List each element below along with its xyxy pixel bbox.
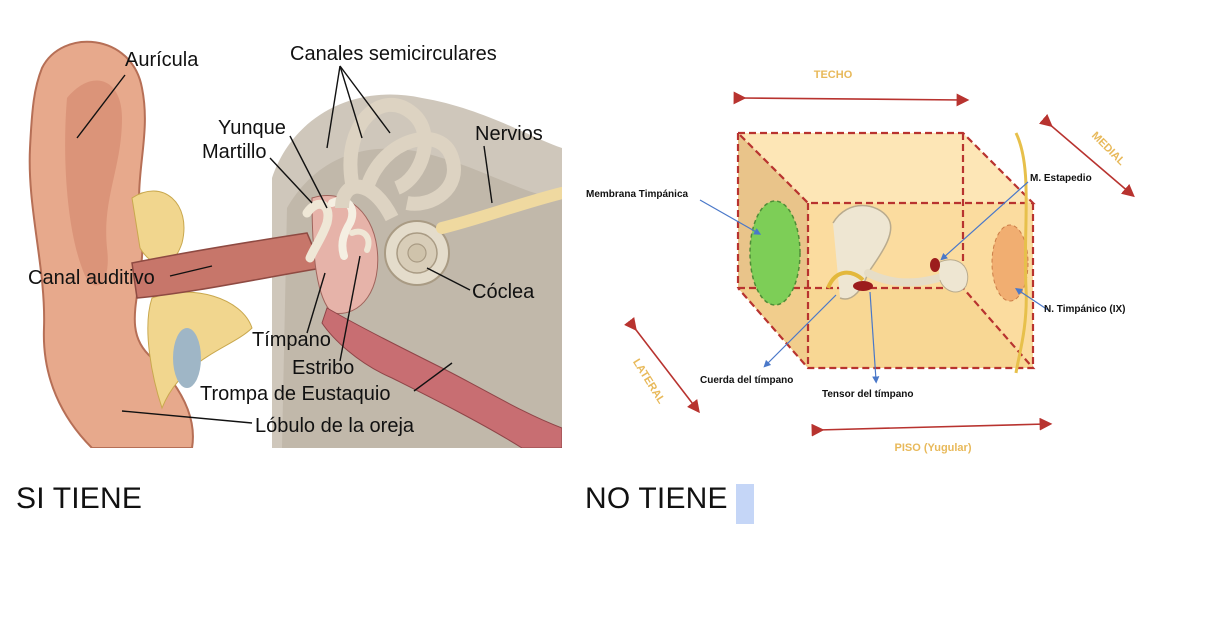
box-edges bbox=[736, 131, 1036, 370]
middle-ear-box-figure: TECHO MEDIAL LATERAL PISO (Yugular) Memb… bbox=[578, 58, 1150, 458]
cochlea-shape bbox=[384, 220, 450, 286]
label-trompa-de-eustaquio: Trompa de Eustaquio bbox=[200, 383, 390, 405]
nerve-bundle bbox=[436, 187, 568, 234]
malleus bbox=[302, 199, 333, 263]
label-nervios: Nervios bbox=[475, 123, 543, 145]
tympanic-membrane bbox=[749, 200, 801, 306]
leader-lines bbox=[76, 65, 493, 424]
label-lobulo: Lóbulo de la oreja bbox=[255, 415, 415, 437]
label-canal-auditivo: Canal auditivo bbox=[28, 267, 155, 289]
text-cursor-selection[interactable] bbox=[736, 484, 754, 524]
box-bottom-face bbox=[738, 288, 1033, 368]
box-top-face bbox=[738, 133, 1033, 203]
label-tensor-del-timpano: Tensor del tímpano bbox=[822, 389, 914, 400]
label-piso: PISO (Yugular) bbox=[894, 442, 971, 454]
middle-ear-box-diagram: TECHO MEDIAL LATERAL PISO (Yugular) Memb… bbox=[586, 69, 1135, 454]
auricle-fold bbox=[65, 80, 122, 286]
direction-arrows bbox=[624, 91, 1135, 437]
caption-no-tiene: NO TIENE bbox=[585, 482, 728, 515]
label-coclea: Cóclea bbox=[472, 281, 535, 303]
label-timpano: Tímpano bbox=[252, 329, 331, 351]
pointer-lines bbox=[699, 181, 1049, 384]
tympanic-nerve bbox=[1014, 132, 1028, 374]
label-estribo: Estribo bbox=[292, 357, 354, 379]
label-yunque: Yunque bbox=[218, 117, 286, 139]
label-canales-semicirculares: Canales semicirculares bbox=[290, 43, 497, 65]
cartilage-lumen bbox=[173, 328, 201, 388]
stapedius-muscle bbox=[930, 258, 940, 272]
ear-anatomy-illustration: Aurícula Canales semicirculares Yunque M… bbox=[28, 40, 568, 449]
label-cuerda-del-timpano: Cuerda del tímpano bbox=[700, 375, 793, 386]
stapes-shape bbox=[937, 259, 969, 293]
medial-window bbox=[991, 224, 1029, 302]
label-membrana-timpanica: Membrana Timpánica bbox=[586, 189, 689, 200]
semicircular-canals bbox=[335, 97, 461, 222]
label-auricula: Aurícula bbox=[125, 49, 199, 71]
label-n-timpanico: N. Timpánico (IX) bbox=[1044, 304, 1126, 315]
malleus-incus-shape bbox=[832, 204, 892, 300]
tensor-tympani-muscle bbox=[853, 281, 873, 291]
chorda-tympani-shape bbox=[826, 270, 865, 289]
label-martillo: Martillo bbox=[202, 141, 266, 163]
caption-si-tiene: SI TIENE bbox=[16, 482, 143, 515]
label-m-estapedio: M. Estapedio bbox=[1030, 173, 1092, 184]
label-techo: TECHO bbox=[814, 69, 853, 81]
stapes bbox=[349, 228, 372, 253]
ear-anatomy-figure: Aurícula Canales semicirculares Yunque M… bbox=[22, 28, 568, 449]
